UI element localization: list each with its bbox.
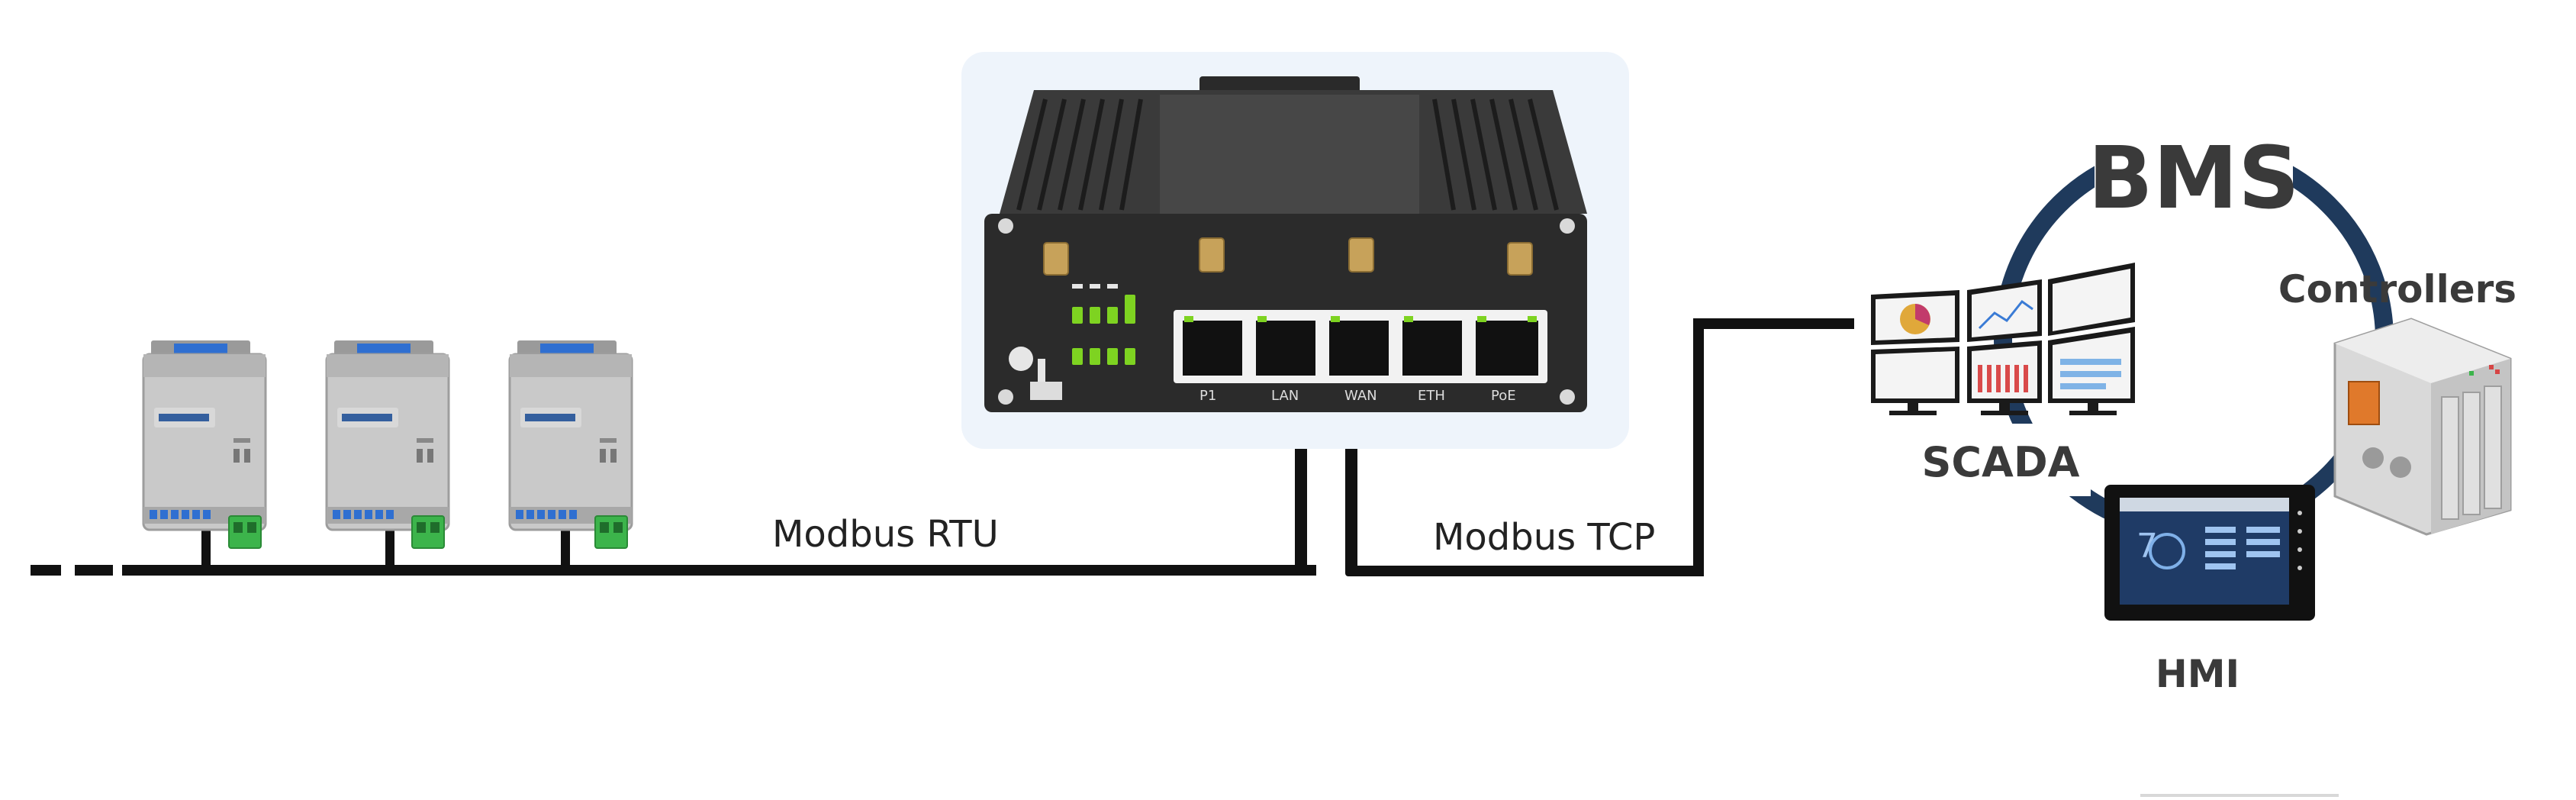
- plc-controller-icon: [2333, 318, 2512, 536]
- tcp-line: [1351, 318, 1854, 576]
- touch-panel-icon: 7: [2104, 485, 2315, 621]
- controllers-label: Controllers: [2278, 267, 2516, 311]
- monitor-wall-icon: [1871, 263, 2135, 415]
- tcp-riser: [1345, 424, 1357, 576]
- din-module-3: [508, 339, 633, 550]
- module-drop: [561, 519, 570, 568]
- bus-dash: [31, 565, 61, 576]
- din-module-1: [142, 339, 267, 550]
- rtu-riser: [1295, 424, 1307, 573]
- port-label-5: PoE: [1491, 388, 1516, 404]
- modbus-rtu-label: Modbus RTU: [772, 513, 999, 556]
- rtu-bus-line: [122, 565, 1316, 576]
- module-drop: [201, 519, 211, 568]
- tcp-link: [1345, 318, 1854, 576]
- port-label-1: P1: [1199, 388, 1216, 404]
- bottom-edge-line: [2140, 794, 2339, 797]
- port-label-2: LAN: [1271, 388, 1299, 404]
- bus-dash: [90, 565, 113, 576]
- gateway-device: P1 LAN WAN ETH PoE: [961, 52, 1629, 449]
- hmi-label: HMI: [2156, 652, 2240, 696]
- svg-text:7: 7: [2136, 527, 2158, 566]
- bms-label: BMS: [2088, 129, 2299, 228]
- port-label-3: WAN: [1344, 388, 1377, 404]
- rtu-bus: [31, 424, 1316, 576]
- module-drop: [385, 519, 394, 568]
- din-module-2: [325, 339, 450, 550]
- port-label-4: ETH: [1418, 388, 1445, 404]
- scada-label: SCADA: [1922, 438, 2080, 486]
- modbus-tcp-label: Modbus TCP: [1433, 516, 1655, 559]
